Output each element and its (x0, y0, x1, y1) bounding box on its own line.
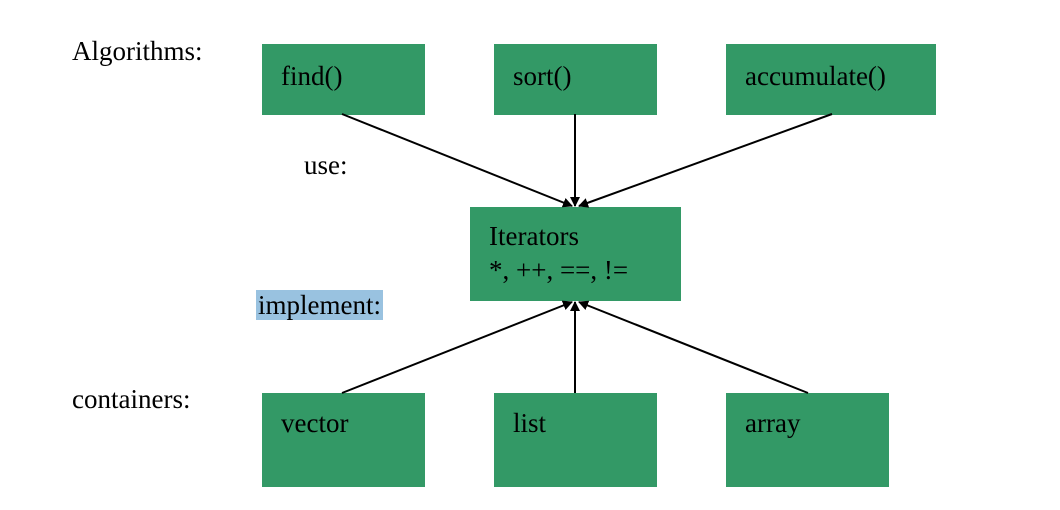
iterators-title: Iterators (489, 221, 579, 251)
container-array-label: array (745, 408, 801, 438)
algorithms-label: Algorithms: (72, 36, 203, 66)
implement-highlight: implement: (256, 290, 383, 320)
container-box-list: list (494, 393, 657, 487)
algorithm-find-label: find() (281, 61, 343, 91)
arrow-accumulate-to-iterators (578, 113, 833, 208)
implement-label: implement: (256, 290, 383, 320)
algorithm-accumulate-label: accumulate() (745, 61, 886, 91)
use-label: use: (304, 150, 348, 180)
container-box-array: array (726, 393, 889, 487)
algorithm-sort-label: sort() (513, 61, 572, 91)
arrow-find-to-iterators (341, 113, 573, 208)
iterators-box: Iterators *, ++, ==, != (470, 207, 681, 301)
iterators-operators: *, ++, ==, != (489, 255, 629, 285)
arrow-array-to-iterators (578, 300, 809, 394)
algorithm-box-accumulate: accumulate() (726, 44, 936, 115)
container-list-label: list (513, 408, 547, 438)
algorithm-box-sort: sort() (494, 44, 657, 115)
algorithm-box-find: find() (262, 44, 425, 115)
containers-label: containers: (72, 384, 191, 414)
container-box-vector: vector (262, 393, 425, 487)
container-vector-label: vector (281, 408, 349, 438)
